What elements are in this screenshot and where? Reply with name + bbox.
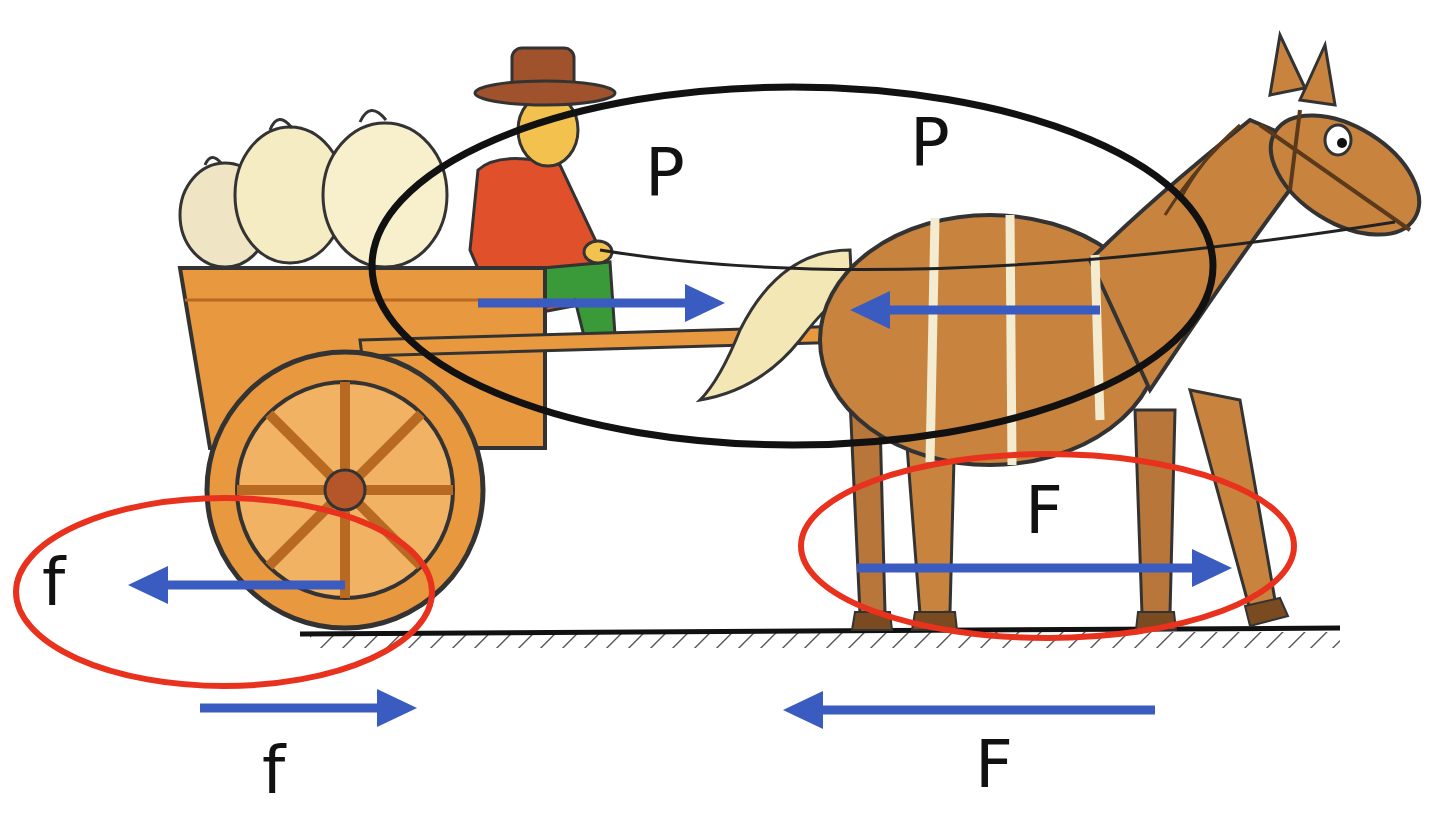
horse-leg	[1135, 410, 1175, 614]
force-label: f	[262, 738, 285, 804]
sack	[323, 123, 447, 267]
force-pair-ellipse: PP	[365, 80, 1220, 452]
arrow-head	[783, 691, 823, 729]
horse-head	[1250, 91, 1440, 259]
friction-ellipse: f	[10, 492, 438, 692]
ground-force-ellipse: F	[795, 448, 1300, 644]
reins	[600, 222, 1395, 270]
force-label: F	[1025, 478, 1063, 544]
force-label: F	[975, 732, 1013, 798]
arrow-head	[850, 291, 890, 329]
sack-knot	[205, 110, 386, 165]
arrow-head	[685, 284, 725, 322]
horse-bridle	[1260, 110, 1410, 230]
ellipse-border	[372, 87, 1213, 445]
wheel-hub	[325, 470, 365, 510]
horse-mane	[1165, 125, 1240, 215]
force-arrow	[820, 706, 1155, 715]
arrow-head	[377, 689, 417, 727]
force-arrow	[165, 581, 345, 590]
arrow-head	[128, 566, 168, 604]
ground-line	[300, 628, 1340, 634]
ellipse-outline	[365, 80, 1220, 452]
horse-eye	[1325, 125, 1351, 155]
force-arrow	[478, 299, 690, 308]
force-arrow	[200, 704, 380, 713]
man-hat-brim	[475, 81, 615, 105]
horse-pupil	[1337, 138, 1347, 148]
force-label: P	[645, 140, 685, 206]
force-label: f	[42, 550, 65, 616]
ellipse-border	[16, 498, 432, 686]
force-arrow	[885, 306, 1100, 315]
force-arrow	[857, 564, 1195, 573]
ellipse-border	[801, 454, 1294, 638]
force-label: P	[910, 110, 950, 176]
arrow-head	[1192, 549, 1232, 587]
horse-ear	[1270, 35, 1335, 105]
ellipse-outline	[10, 492, 438, 692]
